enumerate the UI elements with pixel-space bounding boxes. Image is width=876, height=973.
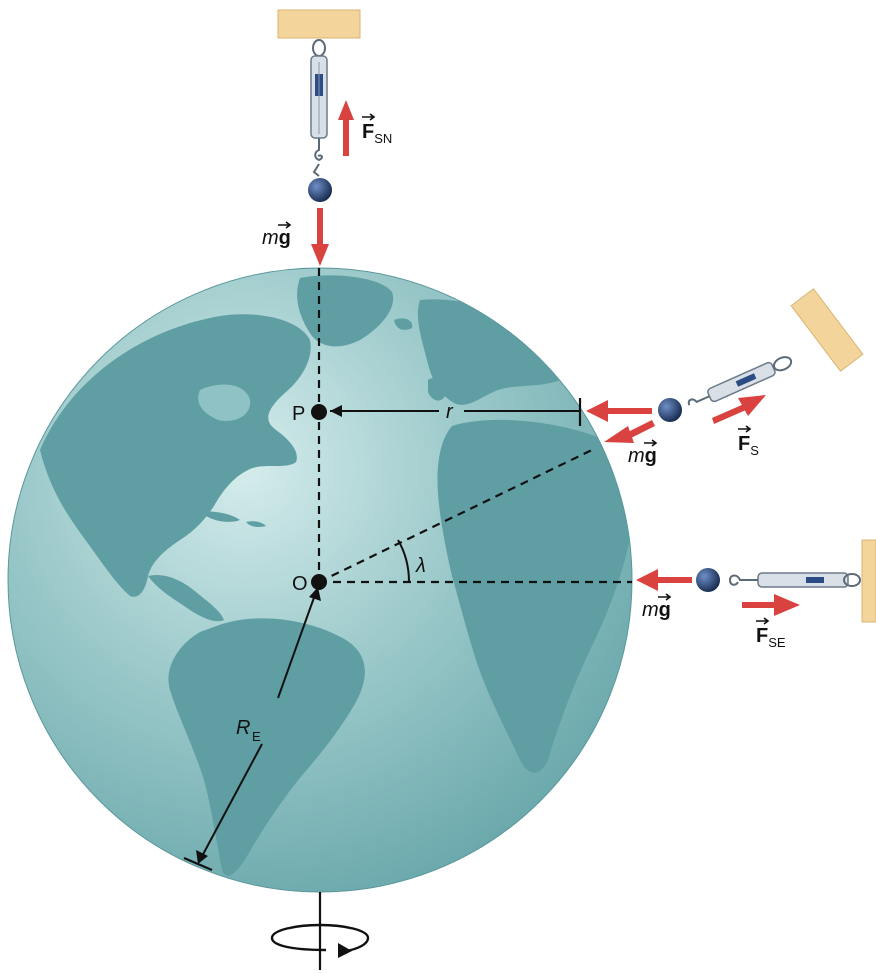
vector-hat (278, 221, 292, 229)
force-fse-arrow (742, 594, 800, 616)
label-mg-equator: mg (642, 599, 671, 621)
north-scale-assembly (277, 9, 361, 266)
vector-hat (756, 617, 770, 625)
north-mount (277, 9, 361, 39)
angle-arc (397, 539, 410, 583)
north-spring-scale (310, 39, 328, 177)
radius-r-dimension (330, 398, 582, 426)
label-fs: FS (738, 433, 759, 458)
vector-hat (362, 113, 376, 121)
label-r: r (446, 401, 454, 423)
equator-mount (861, 539, 876, 623)
equator-weight-arrow (636, 569, 692, 591)
north-mass (308, 178, 332, 202)
vector-hat (644, 439, 658, 447)
label-p: P (292, 403, 305, 425)
latitude-mass (658, 398, 682, 422)
latitude-scale-assembly (586, 288, 864, 443)
latitude-weight-arrow-horizontal (586, 400, 652, 422)
label-fsn: FSN (362, 121, 392, 146)
label-mg-latitude: mg (628, 445, 657, 467)
label-lambda: λ (415, 555, 426, 577)
latitude-mount (790, 288, 864, 372)
label-re: R (236, 717, 250, 739)
point-o (311, 574, 327, 590)
label-fse: FSE (756, 625, 786, 650)
latitude-line (318, 447, 597, 583)
force-fs-arrow (712, 395, 766, 424)
label-re-subscript: E (252, 729, 261, 744)
earth-radius-dimension (183, 587, 321, 872)
label-o: O (292, 573, 308, 595)
latitude-spring-scale (687, 356, 793, 406)
reference-lines (317, 268, 632, 584)
vector-hat (658, 593, 672, 601)
point-p (311, 404, 327, 420)
north-weight-arrow (311, 208, 329, 266)
equator-spring-scale (728, 572, 861, 588)
rotation-arrow (270, 923, 370, 958)
force-fsn-arrow (338, 100, 354, 156)
continents (40, 275, 632, 876)
label-mg-north: mg (262, 227, 291, 249)
latitude-weight-arrow-diagonal (604, 420, 655, 443)
equator-mass (696, 568, 720, 592)
vector-hat (738, 425, 752, 433)
equator-scale-assembly (636, 539, 876, 623)
